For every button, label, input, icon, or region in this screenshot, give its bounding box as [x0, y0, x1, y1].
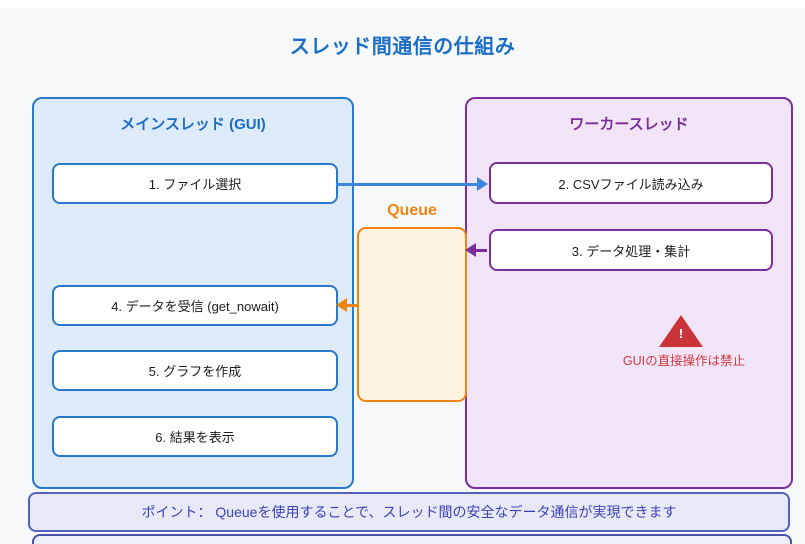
arrowhead-left-icon [465, 243, 476, 257]
footer-note: ポイント： Queueを使用することで、スレッド間の安全なデータ通信が実現できま… [28, 492, 790, 532]
step-process-aggregate: 3. データ処理・集計 [489, 229, 773, 271]
main-thread-panel: メインスレッド (GUI) 1. ファイル選択 4. データを受信 (get_n… [32, 97, 354, 489]
worker-thread-title: ワーカースレッド [569, 116, 689, 133]
arrow-process-to-queue [475, 249, 487, 252]
queue-label: Queue [387, 202, 437, 219]
arrow-queue-to-receive [346, 304, 357, 307]
step-receive-data: 4. データを受信 (get_nowait) [52, 285, 338, 326]
top-white-strip [0, 0, 805, 8]
warning-text: GUIの直接操作は禁止 [622, 354, 746, 368]
warning-triangle-icon [659, 315, 703, 347]
step-file-select: 1. ファイル選択 [52, 163, 338, 204]
step-show-result: 6. 結果を表示 [52, 416, 338, 457]
arrowhead-right-icon [477, 177, 488, 191]
step-csv-read: 2. CSVファイル読み込み [489, 162, 773, 204]
page-title: スレッド間通信の仕組み [289, 36, 516, 58]
footer-note-text: ポイント： Queueを使用することで、スレッド間の安全なデータ通信が実現できま… [141, 504, 677, 520]
arrowhead-left-icon [336, 298, 347, 312]
warning-exclamation: ! [678, 326, 684, 341]
cutoff-bottom-box [32, 534, 792, 544]
worker-thread-panel: ワーカースレッド 2. CSVファイル読み込み 3. データ処理・集計 [465, 97, 793, 489]
step-create-graph: 5. グラフを作成 [52, 350, 338, 391]
arrow-file-select-to-csv-read [336, 183, 478, 186]
queue-box [357, 227, 467, 402]
main-thread-title: メインスレッド (GUI) [120, 116, 266, 133]
